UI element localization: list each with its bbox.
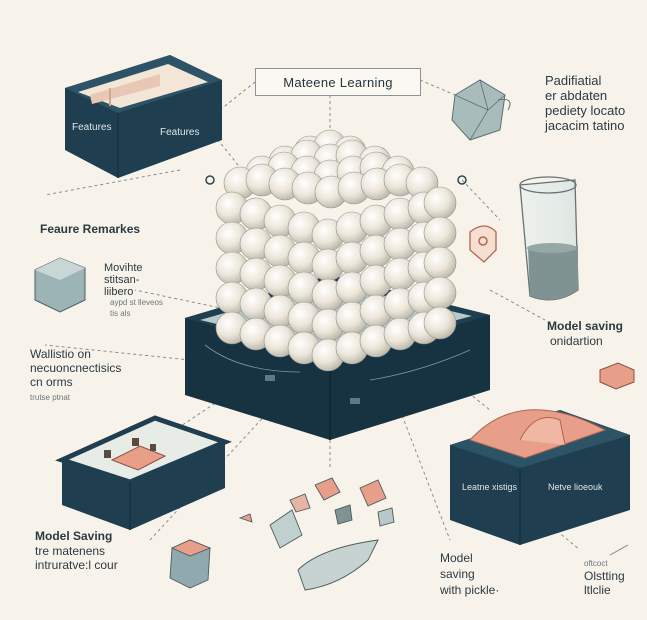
features-label-left: Features bbox=[72, 122, 111, 133]
features-label-right: Features bbox=[160, 127, 199, 138]
left-middle-line-1: Wallistio on bbox=[30, 347, 91, 361]
feature-remarkes-label: Feaure Remarkes bbox=[40, 222, 141, 236]
sphere bbox=[423, 246, 457, 280]
small-cube-icon bbox=[34, 257, 86, 313]
bottom-center-line-2: saving bbox=[440, 567, 475, 581]
bottom-right-box-label-left: Leatne xistigs bbox=[462, 482, 518, 492]
small-note-line-2: stitsan- bbox=[104, 274, 140, 286]
bottom-left-title: Model Saving bbox=[35, 529, 113, 543]
sphere bbox=[423, 276, 457, 310]
bottom-left-line-1: tre matenens bbox=[35, 544, 106, 558]
top-right-text-1: Padifiatial bbox=[545, 73, 602, 88]
small-note-line-3: liibero bbox=[104, 286, 134, 298]
top-right-text-3: pediety locato bbox=[545, 103, 626, 118]
top-right-text-4: jacacim tatino bbox=[545, 118, 625, 133]
small-note-line-1: Movihte bbox=[104, 262, 143, 274]
bottom-center-line-1: Model bbox=[440, 551, 473, 565]
small-note-sub-1: aypd st lleveos bbox=[110, 298, 163, 307]
bottom-right-box-label-right: Netve lioeouk bbox=[548, 482, 603, 492]
sphere-lattice bbox=[215, 129, 457, 372]
left-middle-line-2: necuoncnectisics bbox=[30, 361, 122, 375]
node-dot bbox=[205, 175, 215, 185]
bottom-center-line-3: with pickle· bbox=[440, 583, 500, 597]
node-dot bbox=[457, 175, 467, 185]
location-pin-icon bbox=[469, 225, 497, 263]
crystal-icon bbox=[451, 79, 511, 141]
bottom-left-line-2: intruratve:l cour bbox=[35, 558, 118, 572]
bottom-left-box bbox=[55, 415, 233, 530]
small-block-icon bbox=[599, 362, 635, 390]
top-right-text-2: er abdaten bbox=[545, 88, 608, 103]
small-note-sub-2: tis als bbox=[110, 309, 131, 318]
sphere bbox=[423, 186, 457, 220]
fragments-cluster bbox=[169, 477, 395, 591]
sphere bbox=[423, 306, 457, 340]
left-middle-sub: trutse ptnat bbox=[30, 393, 71, 402]
features-box bbox=[65, 55, 222, 178]
bottom-right-box bbox=[450, 409, 630, 545]
left-middle-line-3: cn orms bbox=[30, 375, 73, 389]
beaker-icon bbox=[519, 176, 579, 301]
diagram-title: Mateene Learning bbox=[255, 68, 421, 96]
bottom-right-line-1: oftcoct bbox=[584, 559, 608, 568]
model-saving-right-title: Model saving bbox=[547, 319, 624, 333]
pointer-line bbox=[609, 544, 629, 556]
bottom-right-line-3: ltlclie bbox=[584, 583, 611, 597]
sphere bbox=[423, 216, 457, 250]
bottom-right-line-2: Olstting bbox=[584, 569, 625, 583]
model-saving-right-sub: onidartion bbox=[550, 334, 603, 348]
